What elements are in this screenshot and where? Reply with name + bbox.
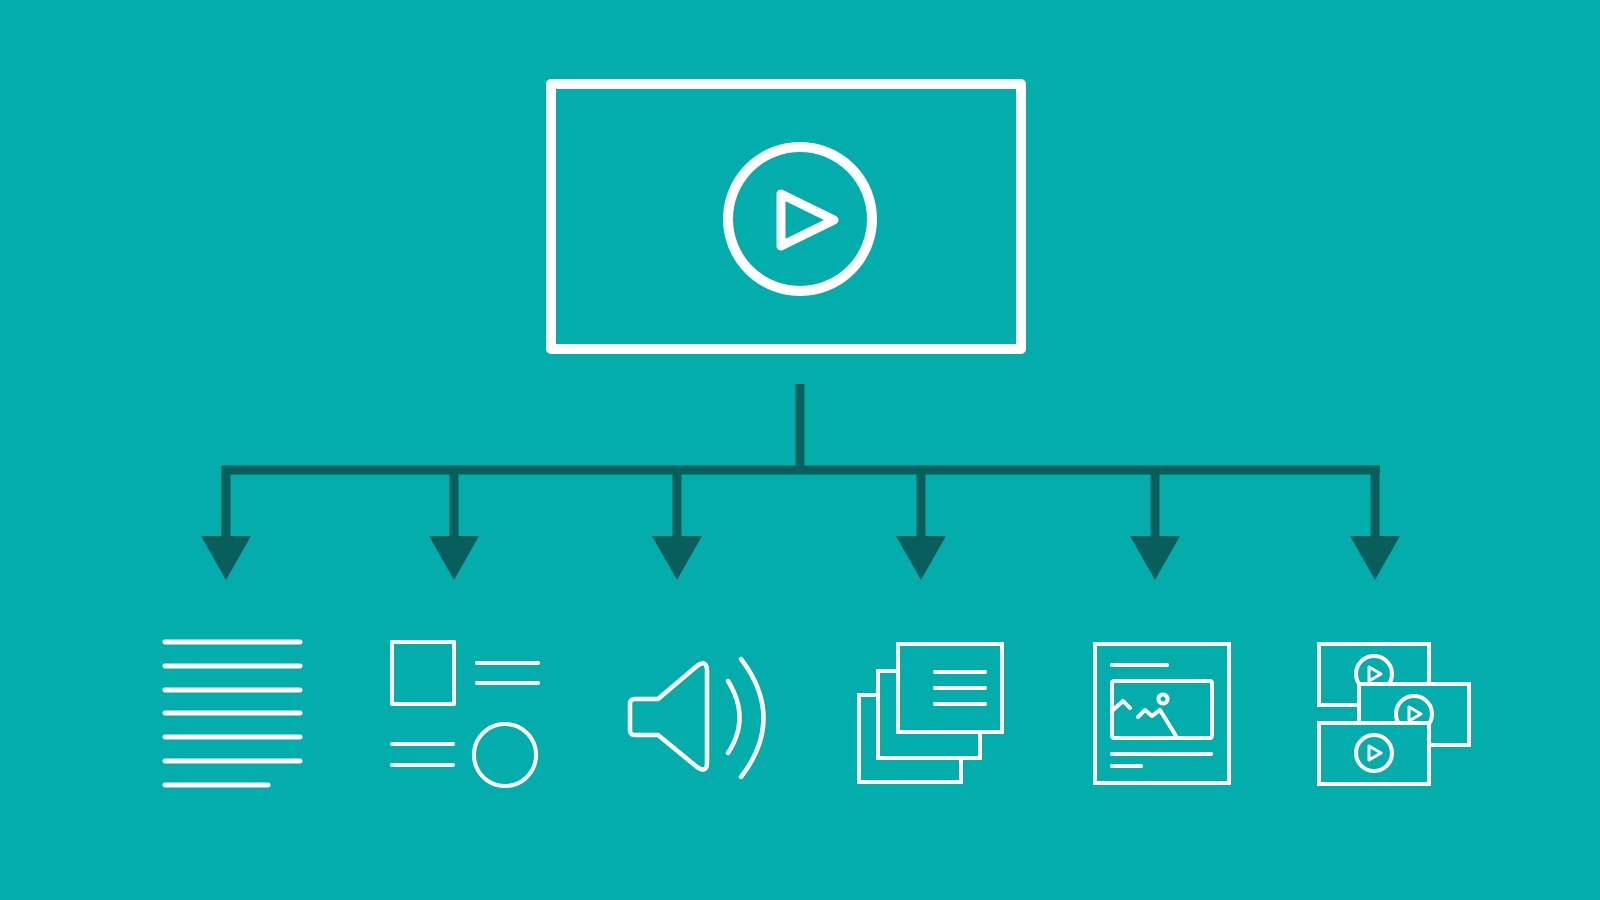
arrowhead-4	[896, 536, 946, 580]
square-shape	[390, 640, 456, 706]
arrowhead-2	[429, 536, 479, 580]
arrowhead-5	[1130, 536, 1180, 580]
play-triangle	[776, 189, 839, 251]
arrowhead-1	[201, 536, 251, 580]
connector-tree	[201, 384, 1400, 580]
text-lines-icon	[162, 639, 303, 788]
speaker-body	[627, 661, 710, 772]
stacked-documents-icon	[857, 642, 1004, 784]
speaker-audio-icon	[627, 656, 766, 780]
video-player-icon	[546, 79, 1026, 354]
play-circle	[723, 142, 877, 296]
sound-wave-inner	[725, 678, 742, 756]
mixed-media-layout-icon	[390, 640, 540, 788]
sound-wave-outer	[738, 656, 766, 780]
article-with-image-icon	[1093, 642, 1231, 785]
multiple-video-clips-icon	[1317, 642, 1471, 786]
arrowhead-3	[652, 536, 702, 580]
circle-shape	[472, 722, 538, 788]
video-frame	[546, 79, 1026, 354]
arrowhead-6	[1350, 536, 1400, 580]
